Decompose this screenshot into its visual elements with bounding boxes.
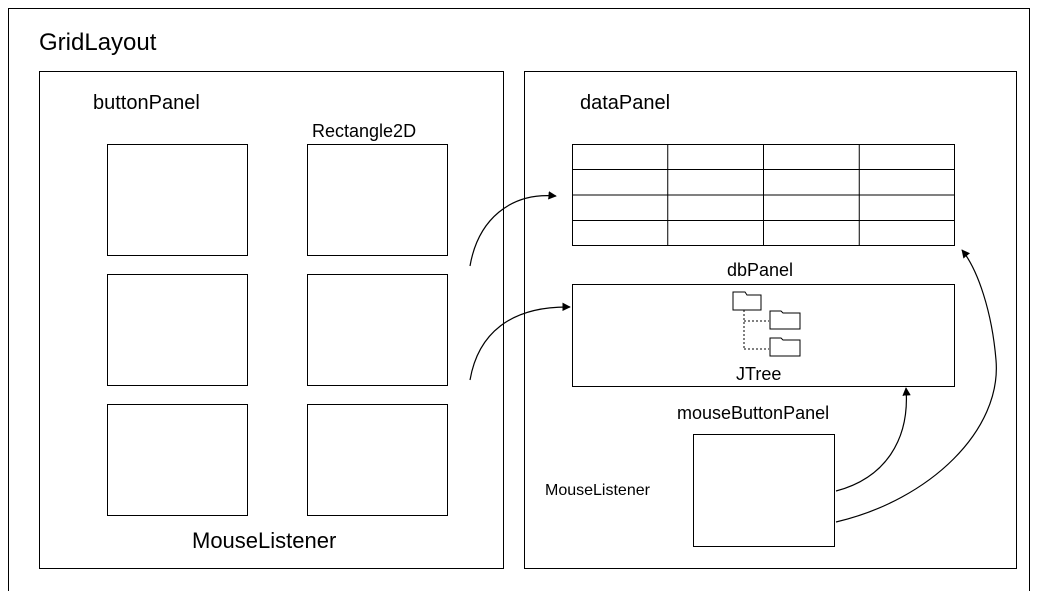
jtree-panel[interactable] bbox=[572, 284, 955, 387]
grid-layout-title: GridLayout bbox=[39, 29, 157, 56]
button-cell[interactable] bbox=[307, 404, 448, 516]
button-cell[interactable] bbox=[107, 274, 248, 386]
button-panel-mouse-listener-label: MouseListener bbox=[192, 528, 337, 553]
arrow-mouse-panel-to-table bbox=[835, 249, 997, 523]
mouse-button-panel-listener-label: MouseListener bbox=[545, 482, 650, 499]
arrow-button-panel-to-jtree bbox=[469, 302, 571, 381]
rectangle2d-label: Rectangle2D bbox=[312, 121, 417, 141]
button-cell[interactable] bbox=[307, 274, 448, 386]
mouse-button-panel-title: mouseButtonPanel bbox=[677, 403, 830, 423]
db-table-grid bbox=[572, 144, 955, 246]
folder-icon bbox=[769, 337, 801, 357]
button-panel-title: buttonPanel bbox=[93, 92, 200, 114]
mouse-button-panel[interactable] bbox=[693, 434, 835, 547]
db-panel-label: dbPanel bbox=[727, 260, 794, 280]
arrow-mouse-panel-to-jtree bbox=[835, 387, 911, 492]
button-cell[interactable] bbox=[107, 404, 248, 516]
button-cell[interactable] bbox=[107, 144, 248, 256]
button-cell[interactable] bbox=[307, 144, 448, 256]
jtree-label: JTree bbox=[736, 364, 782, 384]
jtree-icons bbox=[732, 291, 801, 357]
arrow-button-panel-to-table bbox=[469, 191, 557, 267]
folder-icon bbox=[732, 291, 762, 311]
data-panel-title: dataPanel bbox=[580, 92, 671, 114]
folder-icon bbox=[769, 310, 801, 330]
